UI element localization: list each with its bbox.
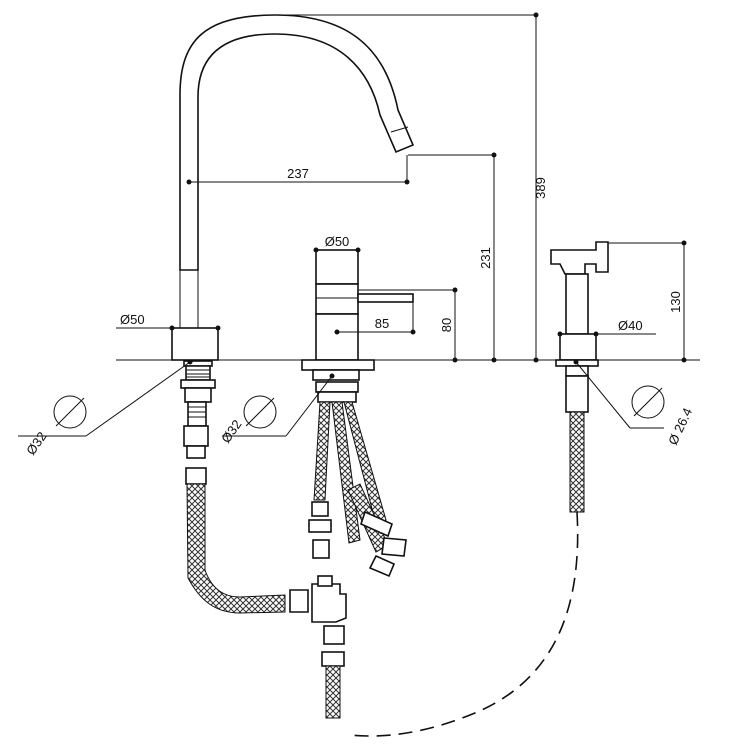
callout-spout-hole-label: Ø32 (23, 429, 49, 458)
dim-spray-base-label: Ø40 (618, 318, 643, 333)
dim-lever-reach: 85 (334, 302, 416, 335)
dim-spout-height-label: 231 (478, 247, 493, 269)
spray-hose-dashed (349, 511, 579, 737)
spout-faucet (171, 14, 415, 361)
lower-hose (325, 665, 341, 719)
mixer-hoses (308, 401, 407, 578)
t-connector (289, 575, 347, 667)
dim-spout-base-label: Ø50 (120, 312, 145, 327)
dim-lever-reach-label: 85 (375, 316, 389, 331)
callout-spout-hole: Ø32 (18, 359, 193, 458)
callout-mixer-hole-label: Ø32 (218, 417, 244, 446)
dim-spout-base: Ø50 (116, 312, 221, 331)
dim-lever-height-label: 80 (439, 318, 454, 332)
dim-mixer-body: Ø50 (313, 234, 361, 253)
dim-spout-reach-label: 237 (287, 166, 309, 181)
dim-spout-height: 231 (408, 152, 497, 363)
callout-spray-hole-label: Ø 26.4 (665, 406, 695, 448)
dim-spray-height-label: 130 (668, 291, 683, 313)
callout-spray-hole: Ø 26.4 (573, 359, 695, 448)
dim-spout-reach: 237 (186, 155, 410, 185)
dim-total-height-label: 389 (533, 177, 548, 199)
dim-spray-height: 130 (608, 240, 687, 363)
dim-spray-base: Ø40 (557, 318, 656, 337)
dim-lever-height: 80 (358, 287, 458, 363)
spout-connector-assembly (180, 360, 216, 485)
dim-total-height: 389 (275, 12, 548, 363)
spray-hose (569, 411, 585, 513)
mixer-tap (301, 249, 414, 403)
side-spray (550, 241, 609, 413)
dim-mixer-body-label: Ø50 (325, 234, 350, 249)
spout-hose (186, 483, 286, 614)
